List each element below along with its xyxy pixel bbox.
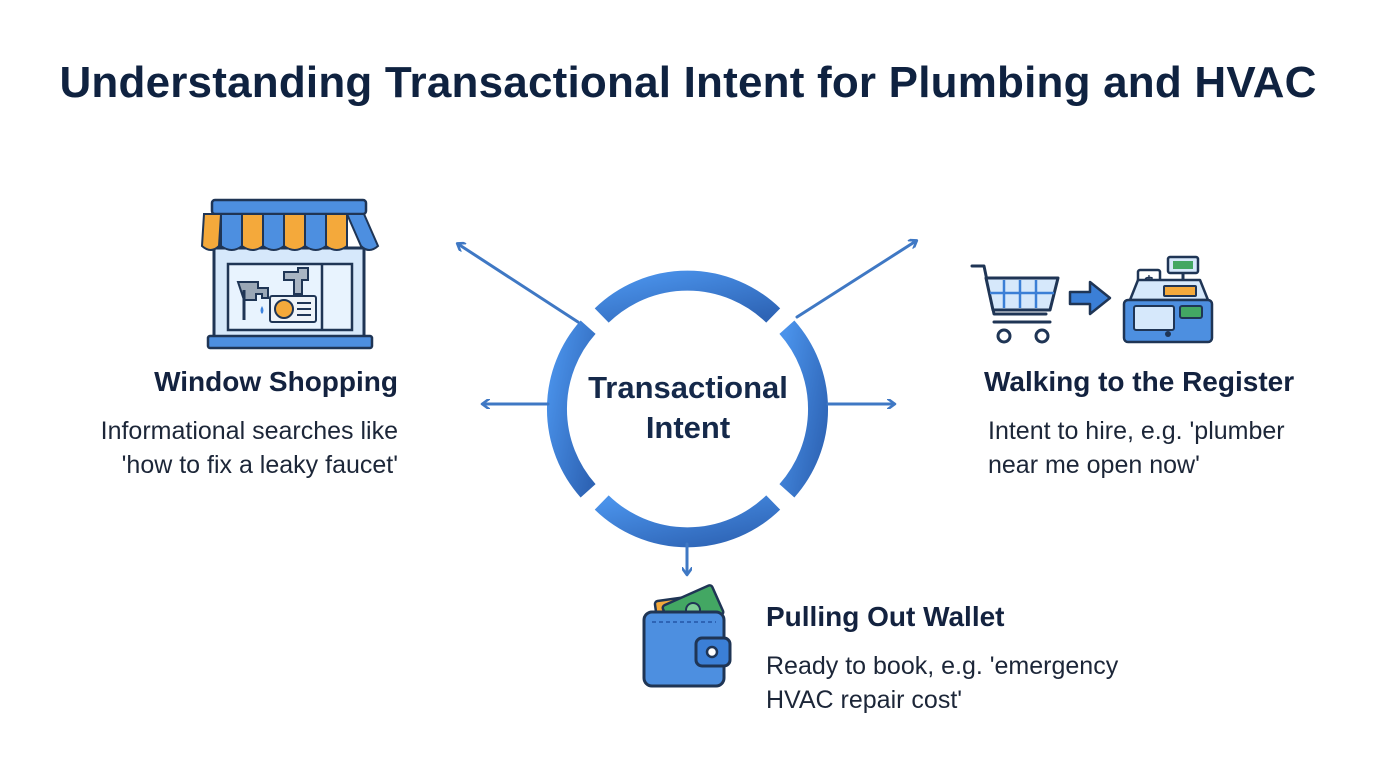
ring-segment-bottom [594, 495, 781, 548]
ring-segment-top [594, 270, 781, 323]
cash-register-icon: $ [1122, 255, 1214, 344]
window-shopping-desc-line1: Informational searches like [100, 417, 398, 445]
walking-to-register-heading: Walking to the Register [984, 366, 1295, 397]
center-label: Transactional Intent [568, 368, 808, 448]
wallet-icon [642, 584, 732, 688]
cart-to-register-icon: $ [970, 255, 1214, 344]
page-title: Understanding Transactional Intent for P… [59, 58, 1317, 107]
window-shopping-description: Informational searches like 'how to fix … [40, 414, 398, 482]
pulling-out-wallet-description: Ready to book, e.g. 'emergency HVAC repa… [766, 649, 1166, 717]
window-shopping-desc-line2: 'how to fix a leaky faucet' [121, 451, 398, 479]
walking-to-register-desc-line1: Intent to hire, e.g. 'plumber [988, 417, 1285, 445]
intent-ring [546, 270, 829, 548]
ring-segment-left [546, 320, 596, 498]
pulling-out-wallet-desc-line2: HVAC repair cost' [766, 686, 963, 714]
right-arrow-icon [1068, 280, 1112, 316]
shopping-cart-icon [970, 264, 1060, 344]
arrow-upper-left [458, 244, 580, 324]
walking-to-register-desc-line2: near me open now' [988, 451, 1200, 479]
window-shopping-heading: Window Shopping [154, 366, 398, 397]
ring-segment-right [779, 320, 829, 498]
storefront-icon [200, 198, 380, 350]
pulling-out-wallet-heading: Pulling Out Wallet [766, 601, 1005, 632]
center-label-line2: Intent [645, 410, 731, 445]
arrow-upper-right [795, 241, 916, 319]
center-label-line1: Transactional [588, 370, 788, 405]
pulling-out-wallet-desc-line1: Ready to book, e.g. 'emergency [766, 652, 1119, 680]
walking-to-register-description: Intent to hire, e.g. 'plumber near me op… [988, 414, 1328, 482]
